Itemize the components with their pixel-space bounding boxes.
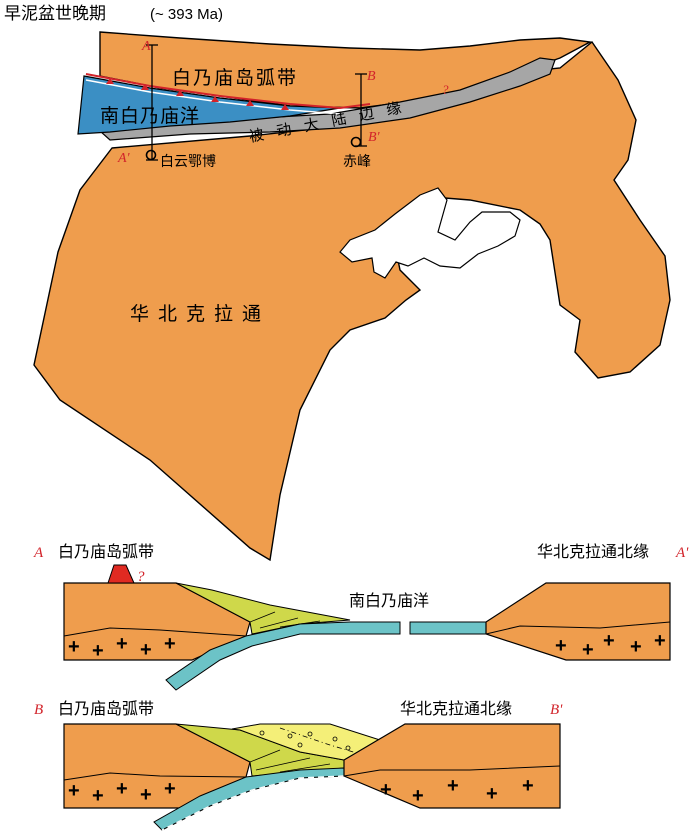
section-b-wedge-lines [249, 749, 331, 773]
subduction-trench [85, 73, 371, 110]
section-a-granite-symbols: + + + + + + + + + + [68, 630, 666, 662]
map-arc-belt-label: 白乃庙岛弧带 [172, 67, 298, 89]
section-a-left-unit: 白乃庙岛弧带 [58, 542, 154, 561]
city-label-baiyunebo: 白云鄂博 [160, 153, 216, 170]
svg-text:+: + [380, 779, 392, 801]
map-label-a: A [141, 39, 151, 54]
trench-teeth [106, 78, 289, 110]
section-b-label-right: B' [550, 702, 563, 718]
svg-text:+: + [92, 785, 104, 807]
svg-text:+: + [630, 636, 642, 658]
svg-text:+: + [92, 640, 104, 662]
svg-text:+: + [140, 784, 152, 806]
section-a-slab [165, 621, 401, 691]
trench-highlight [85, 79, 341, 115]
svg-text:+: + [116, 633, 128, 655]
section-a-left-basement-line [63, 627, 247, 637]
section-a-question-mark: ? [137, 569, 145, 585]
section-b: B 白乃庙岛弧带 华北克拉通北缘 B' + + + + + + + + + + [34, 699, 563, 831]
map-label-a-prime: A' [117, 151, 131, 166]
section-a-right-block [485, 582, 671, 661]
svg-text:+: + [582, 639, 594, 661]
svg-text:+: + [555, 635, 567, 657]
section-b-basin-pebbles [259, 730, 351, 751]
section-a-right-unit: 华北克拉通北缘 [537, 542, 649, 561]
svg-text:+: + [447, 775, 459, 797]
svg-text:+: + [164, 633, 176, 655]
section-b-left-unit: 白乃庙岛弧带 [58, 699, 154, 718]
svg-text:+: + [654, 630, 666, 652]
section-a-right-basement-line [485, 621, 671, 635]
section-b-basin-fault [279, 727, 361, 755]
section-a: A 白乃庙岛弧带 华北克拉通北缘 A' ? 南白乃庙洋 + + + + + + + + + + [33, 542, 689, 691]
map: A A' B B' ? 白乃庙岛弧带 南白乃庙洋 被动大陆边缘 华北克拉通 白云… [33, 31, 671, 562]
map-label-b-prime: B' [368, 130, 381, 145]
svg-text:+: + [140, 639, 152, 661]
city-marker-baiyunebo [145, 149, 157, 161]
map-label-b: B [367, 69, 376, 84]
city-marker-chifeng [350, 136, 362, 148]
section-b-right-unit: 华北克拉通北缘 [400, 699, 512, 718]
section-a-ocean-label: 南白乃庙洋 [349, 591, 429, 610]
map-ocean-label: 南白乃庙洋 [100, 105, 200, 127]
section-b-granite-symbols: + + + + + + + + + + [68, 775, 534, 807]
inland-gap [339, 187, 521, 279]
svg-text:+: + [68, 780, 80, 802]
svg-text:+: + [603, 630, 615, 652]
section-b-slab-dash [161, 775, 345, 831]
craton-landmass [33, 40, 671, 562]
map-question-mark: ? [442, 82, 449, 97]
map-craton-label: 华北克拉通 [130, 303, 270, 325]
section-a-oceanic-plate [409, 621, 487, 635]
svg-text:+: + [486, 783, 498, 805]
svg-text:+: + [412, 785, 424, 807]
section-a-wedge [175, 582, 351, 635]
svg-text:+: + [116, 778, 128, 800]
svg-text:+: + [522, 775, 534, 797]
section-a-label-right: A' [675, 545, 689, 561]
title-age: (~ 393 Ma) [150, 6, 223, 23]
section-b-label-left: B [34, 702, 43, 718]
section-a-volcano [107, 564, 135, 584]
svg-text:+: + [68, 636, 80, 658]
city-label-chifeng: 赤峰 [343, 154, 371, 170]
section-b-left-basement-line [63, 772, 247, 781]
svg-text:+: + [164, 778, 176, 800]
section-b-right-basement-line [343, 765, 561, 777]
section-a-label-left: A [33, 545, 44, 561]
title: 早泥盆世晚期 [4, 4, 106, 24]
